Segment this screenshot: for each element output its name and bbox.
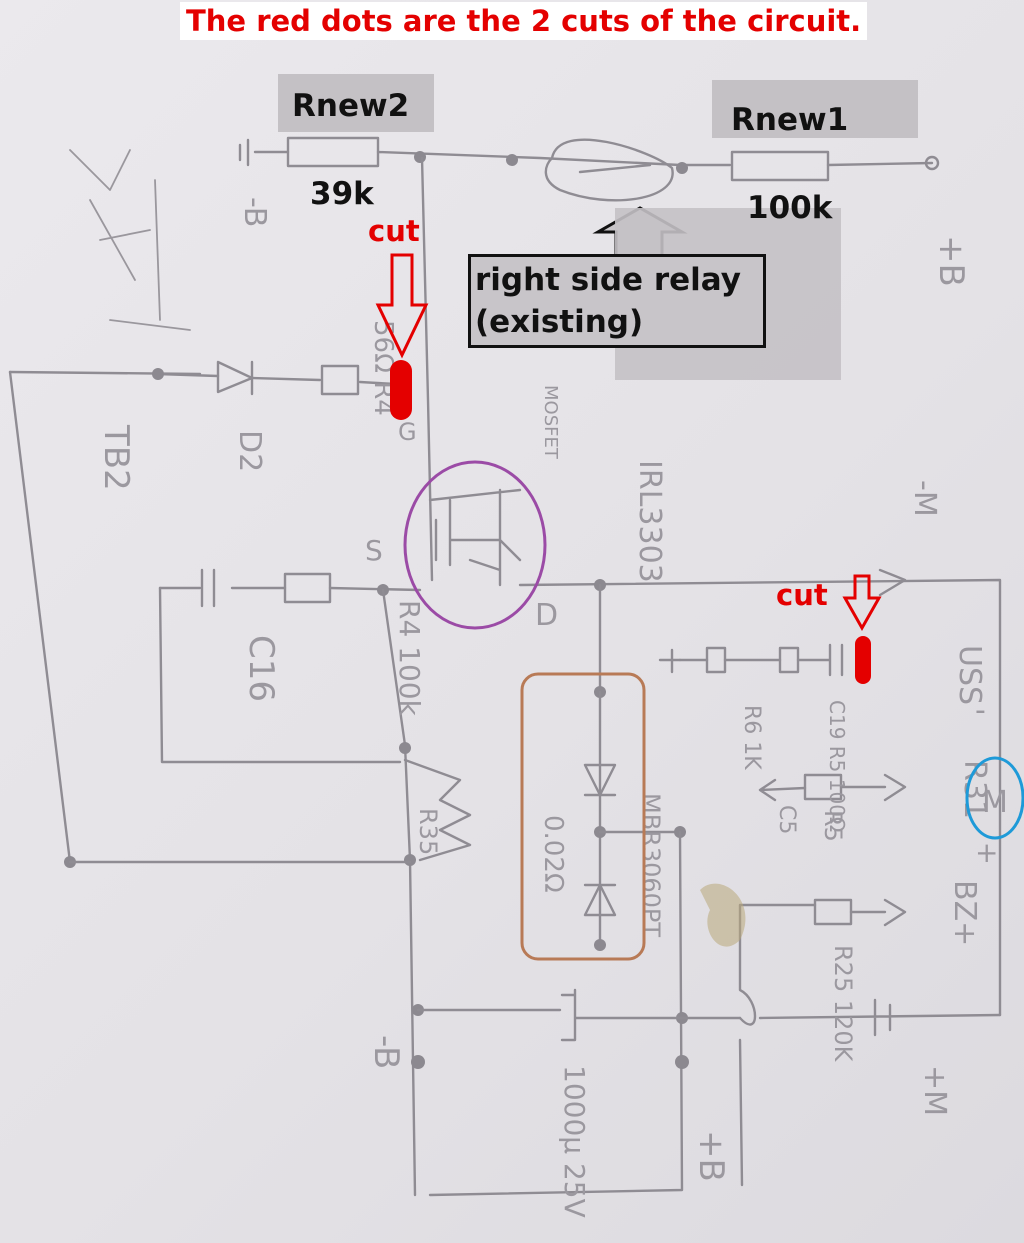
label-motor: M: [982, 785, 1008, 820]
label-mosfet-part: IRL3303: [632, 460, 667, 583]
top-rail-wire: [253, 150, 934, 167]
diode-d2: [216, 360, 254, 396]
label-r4-100k: R4 100k: [393, 600, 426, 717]
label-uss: USS: [952, 645, 987, 705]
ground-symbol: [658, 648, 682, 674]
label-gate: G: [398, 418, 417, 446]
relay-label-line1: right side relay: [475, 262, 741, 298]
ink-stain: [700, 883, 746, 947]
label-c19-group: C19 R5 100Ω: [825, 700, 849, 832]
label-m-minus: -M: [907, 480, 942, 517]
terminal-plus-b: [924, 155, 940, 171]
label-drain: D: [535, 598, 558, 633]
junction-dot: [404, 854, 416, 866]
c5-arrow: [758, 778, 807, 802]
junction-dot: [414, 151, 426, 163]
junction-dot: [152, 368, 164, 380]
resistor-r6: [705, 646, 727, 674]
plus-b-rail-wire: [428, 830, 684, 1197]
cut-label-left: cut: [368, 214, 420, 248]
rnew1-label: Rnew1: [731, 102, 849, 138]
diode-lower: [583, 883, 617, 917]
label-d2: D2: [232, 430, 267, 472]
battery-symbol-top: [238, 138, 250, 167]
resistor-56ohm: [320, 364, 360, 396]
label-source: S: [365, 534, 383, 567]
gate-feed-wire: [420, 156, 434, 582]
shunt-resistor: [403, 758, 472, 862]
label-motor-minus: -: [975, 693, 986, 728]
label-shunt-ref: R35: [414, 808, 442, 855]
junction-dot: [594, 939, 606, 951]
capacitor-1000u: [416, 988, 742, 1042]
label-r25: R25 120K: [829, 945, 857, 1063]
junction-dot: [676, 162, 688, 174]
cut-dot-left: [390, 360, 412, 420]
rnew2-label-bg: [278, 74, 434, 132]
m-minus-arrow: [878, 568, 907, 597]
header-title: The red dots are the 2 cuts of the circu…: [180, 2, 868, 40]
junction-dot: [506, 154, 518, 166]
source-row-wire: [158, 586, 422, 592]
cut-arrow-right: [842, 574, 882, 632]
label-tb2: TB2: [96, 424, 136, 491]
motor-highlight-circle: [965, 756, 1024, 840]
resistor-r5-100ohm: [778, 646, 800, 674]
label-mosfet-word: MOSFET: [540, 385, 561, 460]
label-r6: R6 1K: [739, 705, 764, 770]
rnew1-label-bg: [712, 80, 918, 138]
label-diode-part: MBR3060PT: [637, 793, 665, 937]
diode-highlight-box: [520, 672, 646, 961]
c19-branch-wire: [678, 643, 844, 677]
rnew2-label: Rnew2: [292, 88, 410, 124]
capacitor-c16: [200, 568, 216, 608]
label-motor-plus: +: [975, 836, 998, 869]
r31-arrow: [839, 773, 907, 802]
left-vertical-wire: [8, 370, 72, 864]
gate-row-wire: [8, 370, 397, 386]
label-minus-b-top: -B: [237, 197, 272, 227]
label-plus-b-right: +B: [931, 235, 971, 287]
junction-dot: [675, 1055, 689, 1069]
source-vertical-wire: [381, 588, 417, 1197]
c16-return-wire: [158, 586, 402, 764]
resistor-r4-100k: [283, 572, 332, 604]
mosfet-symbol: [428, 488, 522, 587]
label-bz-plus: BZ+: [947, 880, 982, 946]
rnew1-resistor: [730, 150, 830, 182]
label-c5: C5: [774, 805, 799, 834]
label-plus-b-bottom: +B: [691, 1130, 731, 1182]
label-shunt: 0.02Ω: [538, 815, 568, 893]
bz-wire: [738, 903, 817, 1187]
plus-m-wire: [758, 998, 1002, 1037]
drain-rail-wire: [518, 578, 1002, 1017]
label-c16: C16: [241, 635, 281, 702]
label-capacitor: 1000μ 25V: [558, 1065, 591, 1218]
relay-label-line2: (existing): [475, 304, 644, 340]
label-minus-b-bottom: -B: [366, 1035, 406, 1069]
rnew2-value: 39k: [310, 176, 374, 212]
rnew1-value: 100k: [747, 190, 833, 226]
relay-label-box: right side relay (existing): [468, 254, 766, 348]
cut-label-right: cut: [776, 578, 828, 612]
resistor-r25: [813, 898, 853, 926]
mosfet-highlight-circle: [403, 460, 547, 630]
diode-upper: [583, 763, 617, 797]
relay-sketch: [544, 138, 674, 202]
switch-sketch: [69, 149, 191, 331]
junction-dot: [411, 1055, 425, 1069]
rnew2-resistor: [286, 136, 380, 168]
cut-arrow-left: [375, 253, 429, 359]
junction-dot: [399, 742, 411, 754]
label-r5: R5: [819, 810, 847, 842]
cut-dot-right: [855, 636, 871, 684]
label-m-plus: +M: [917, 1065, 952, 1116]
bz-arrow: [849, 898, 907, 927]
